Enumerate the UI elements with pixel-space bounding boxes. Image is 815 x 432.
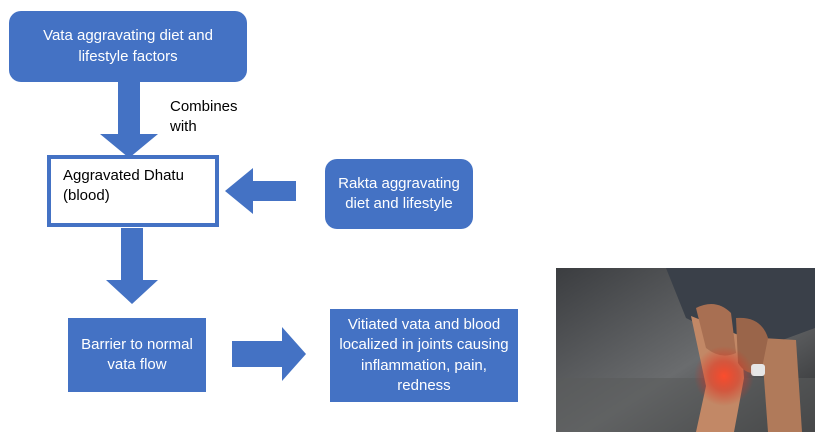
- node-barrier: Barrier to normal vata flow: [68, 318, 206, 392]
- arrow-rakta-to-dhatu: [225, 168, 296, 214]
- arrow-dhatu-to-barrier: [106, 228, 158, 304]
- node-vata-diet: Vata aggravating diet and lifestyle fact…: [9, 11, 247, 82]
- arrow-barrier-to-vitiated: [232, 327, 306, 381]
- edge-label-combines-with: Combines with: [170, 98, 238, 136]
- node-vata-diet-text: Vata aggravating diet and lifestyle fact…: [43, 27, 213, 65]
- node-vitiated-text: Vitiated vata and blood localized in joi…: [339, 316, 509, 394]
- leg-back: [761, 338, 802, 432]
- node-aggravated-dhatu: Aggravated Dhatu (blood): [47, 155, 219, 227]
- arrow-vata-to-dhatu: [100, 82, 158, 158]
- node-rakta-diet: Rakta aggravating diet and lifestyle: [325, 159, 473, 229]
- node-barrier-text: Barrier to normal vata flow: [81, 335, 193, 373]
- knee-pain-photo: [556, 268, 815, 432]
- knee-pain-highlight: [694, 346, 754, 406]
- node-rakta-diet-text: Rakta aggravating diet and lifestyle: [338, 174, 460, 212]
- node-vitiated: Vitiated vata and blood localized in joi…: [330, 309, 518, 402]
- hand-left: [696, 304, 736, 356]
- watch: [751, 364, 765, 376]
